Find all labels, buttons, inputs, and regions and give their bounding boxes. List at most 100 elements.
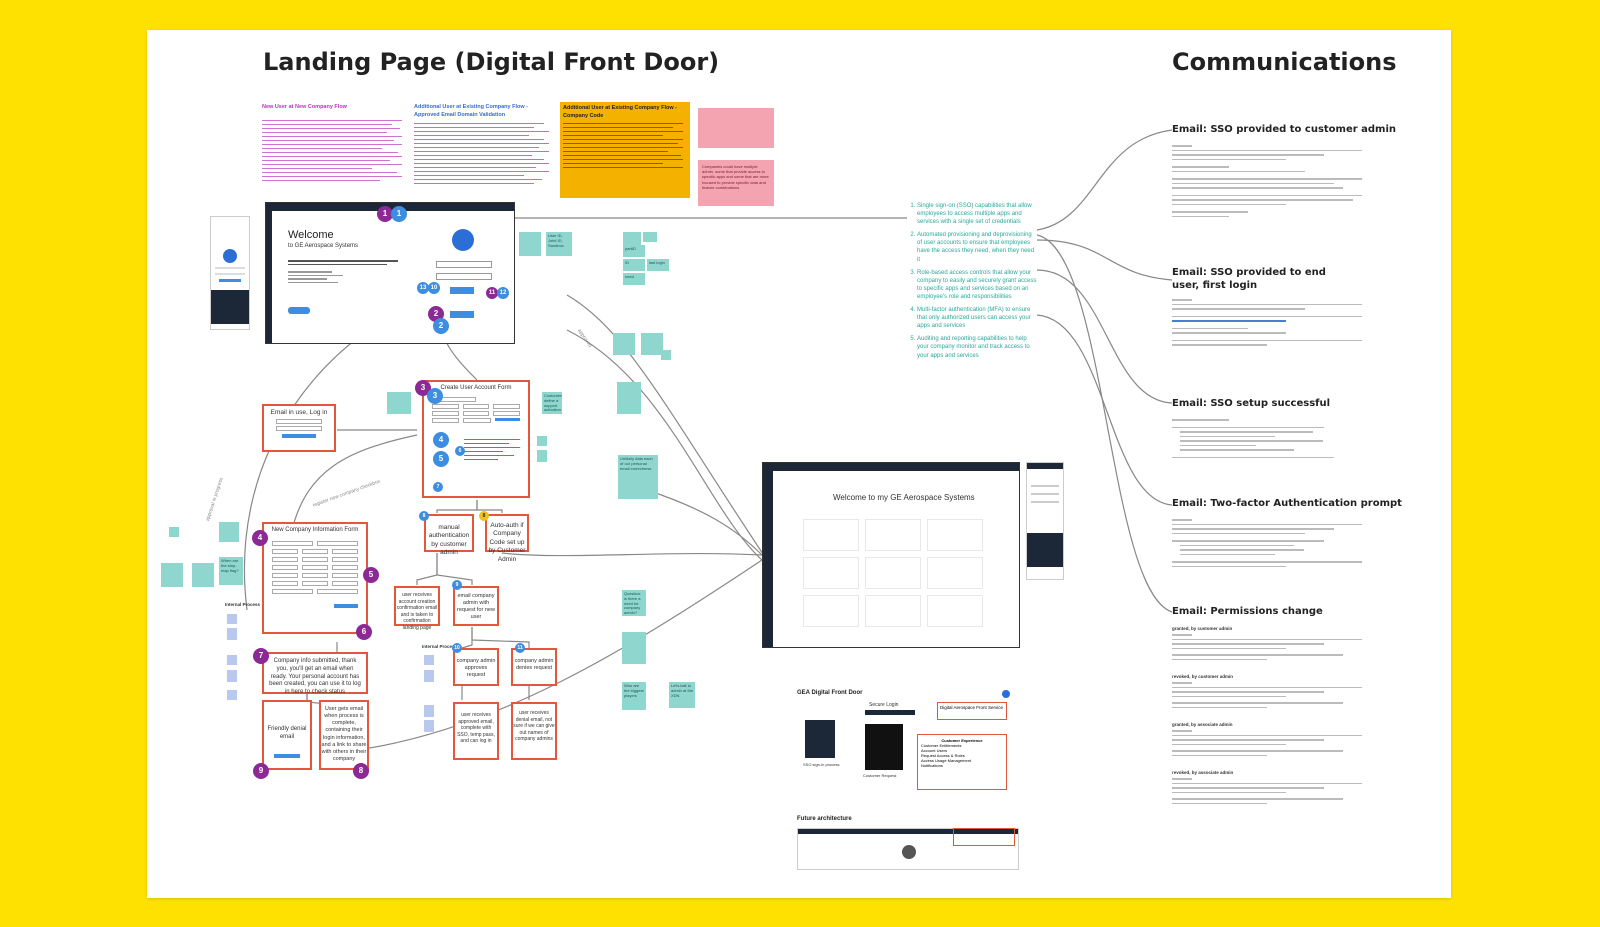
welcome-screen: Welcome to GE Aerospace Systems (265, 202, 515, 344)
email-body: granted, by customer admin revoked, by c… (1172, 626, 1362, 807)
sea-request-thumbnail (865, 724, 903, 770)
step-badge-b10b: 10 (452, 643, 462, 653)
dashboard-screen: Welcome to my GE Aerospace Systems (762, 462, 1020, 648)
denial-email-box: user receives denial email, not sure if … (511, 702, 557, 760)
step-badge-b2: 2 (433, 318, 449, 334)
sticky-note (169, 527, 179, 537)
sticky-note: Who are the biggest players (622, 682, 646, 710)
permission-section: granted, by customer admin (1172, 626, 1233, 631)
welcome-learn-button[interactable] (288, 307, 310, 314)
internal-process-label: Internal Process (225, 602, 261, 607)
line-admin-approve (461, 627, 473, 649)
sea-diagram: GEA Digital Front Door Secure Login Digi… (797, 690, 1017, 800)
sticky-note (661, 350, 671, 360)
login-email-field[interactable] (436, 261, 492, 268)
sticky-note (227, 690, 237, 700)
dashboard-tile[interactable] (865, 519, 921, 551)
line-register (291, 434, 418, 531)
dashboard-sidebar (763, 471, 773, 647)
sticky-note (219, 522, 239, 542)
line-create-manual (436, 500, 478, 513)
landing-heading: Landing Page (Digital Front Door) (263, 48, 720, 76)
create-account-label: Create User Account Form (440, 385, 512, 391)
company-info-label: New Company Information Form (271, 527, 359, 533)
future-architecture: Future architecture (797, 816, 1019, 876)
dashboard-tile[interactable] (927, 595, 983, 627)
benefit-item: Automated provisioning and deprovisionin… (917, 231, 1037, 263)
sea-title: GEA Digital Front Door (797, 690, 863, 696)
dashboard-tile[interactable] (865, 557, 921, 589)
flow-company-code-note: Additional User at Existing Company Flow… (560, 102, 690, 198)
line-benefit-email4 (1036, 314, 1173, 506)
sticky-note: Unlikely data each of our personal email… (618, 455, 658, 499)
email-body (1172, 296, 1362, 349)
sea-arrow (865, 710, 915, 715)
sea-customer-experience: Customer Experience Customer Entitlement… (917, 734, 1007, 790)
company-submitted-box: Company info submitted, thank you, you'l… (262, 652, 368, 695)
sticky-note (424, 670, 434, 682)
welcome-copy (288, 258, 398, 285)
dashboard-tiles (803, 519, 983, 627)
line-benefit-email3 (1036, 269, 1173, 404)
flow-new-user: New User at New Company Flow (262, 104, 402, 184)
flow-new-user-title: New User at New Company Flow (262, 104, 347, 110)
dashboard-tile[interactable] (865, 595, 921, 627)
dashboard-tile[interactable] (927, 557, 983, 589)
dashboard-topbar (763, 463, 1019, 471)
flow-additional-domain: Additional User at Existing Company Flow… (414, 104, 549, 187)
confirmation-box: user receives account creation confirmat… (394, 586, 440, 631)
sea-feature: Account Users (921, 748, 948, 753)
sticky-note (387, 392, 411, 414)
sea-feature: Notifications (921, 763, 943, 768)
step-badge-b10: 10 (428, 282, 440, 294)
sticky-note (192, 563, 214, 587)
dashboard-tile[interactable] (803, 557, 859, 589)
manual-auth-box: manual authentication by customer admin (424, 514, 474, 556)
flow-company-code-title: Additional User at Existing Company Flow… (563, 105, 677, 119)
future-highlight (953, 828, 1015, 846)
step-badge-b9: 9 (452, 580, 462, 590)
admin-approves-box: company admin approves request (453, 648, 499, 686)
approved-email-box: user receives approved email, complete w… (453, 702, 499, 760)
sticky-note (161, 563, 183, 587)
email-title: Email: Two-factor Authentication prompt (1172, 498, 1402, 509)
sticky-note (227, 655, 237, 665)
step-badge-b6: 6 (455, 446, 465, 456)
admin-denies-box: company admin denies request (511, 648, 557, 686)
step-badge-p11: 11 (486, 287, 498, 299)
step-badge-7: 7 (253, 648, 269, 664)
sticky-note (623, 232, 641, 248)
user-gets-email-box: User gets email when process is complete… (319, 700, 369, 770)
dashboard-tile[interactable] (803, 595, 859, 627)
sea-sso-process: SSO sign-in process (803, 762, 840, 767)
auto-auth-box: Auto-auth if Company Code set up by Cust… (485, 514, 529, 563)
step-badge-1: 1 (377, 206, 393, 222)
sticky-note (643, 232, 657, 242)
step-badge-9: 9 (253, 763, 269, 779)
login-button[interactable] (450, 287, 474, 294)
sticky-note (227, 614, 237, 624)
sticky-note (613, 333, 635, 355)
play-icon[interactable] (902, 845, 916, 859)
dashboard-tile[interactable] (803, 519, 859, 551)
sticky-note (424, 655, 434, 665)
company-info-form: New Company Information Form (262, 522, 368, 634)
email-title: Email: SSO provided to end user, first l… (1172, 267, 1326, 291)
line-benefit-email1 (1036, 129, 1173, 231)
login-password-field[interactable] (436, 273, 492, 280)
whiteboard-canvas[interactable]: Landing Page (Digital Front Door) Commun… (147, 30, 1451, 898)
register-button[interactable] (450, 311, 474, 318)
dashboard-tile[interactable] (927, 519, 983, 551)
step-badge-b8: 8 (419, 511, 429, 521)
benefit-item: Single sign-on (SSO) capabilities that a… (917, 202, 1037, 226)
sticky-note (519, 232, 541, 256)
sea-digital-services: Digital Aerospace Front Service (937, 702, 1007, 720)
step-badge-b7: 7 (433, 482, 443, 492)
internal-process-label-2: Internal Process (422, 644, 458, 649)
sticky-note: need (623, 273, 645, 285)
line-benefit-email2 (1036, 239, 1173, 281)
permission-section: revoked, by associate admin (1172, 770, 1234, 775)
email-body (1172, 416, 1362, 461)
flow-additional-domain-title: Additional User at Existing Company Flow… (414, 104, 528, 118)
sticky-note (537, 450, 547, 462)
